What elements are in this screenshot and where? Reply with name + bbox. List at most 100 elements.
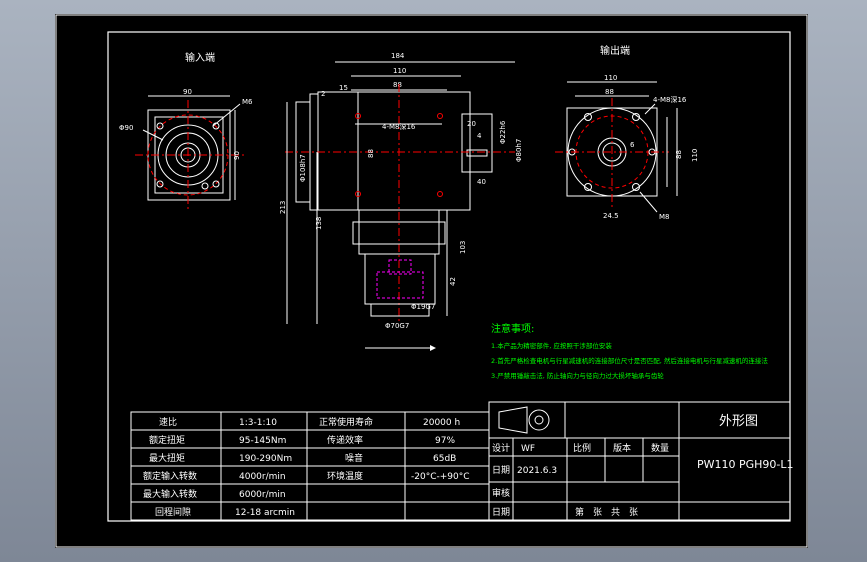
bolt-hole [584,183,592,191]
dim-text: 110 [691,149,699,162]
inner-frame [107,31,791,522]
spec-key: 额定扭矩 [149,434,185,446]
spec-key: 噪音 [345,452,363,464]
sheet-count: 第 张 共 张 [575,506,638,518]
tapped-hole [355,191,361,197]
dim-text: Φ19G7 [411,303,435,311]
dim-text: Φ70G7 [385,322,409,330]
dim-text: 88 [367,149,375,158]
dim-text: 2 [321,90,325,98]
projection-circle-icon [528,409,550,431]
dim-text: 88 [393,81,402,89]
output-end-view[interactable]: 输出端 110 88 4-M8深16 6 88 110 24.5 M8 [555,44,699,221]
motor-flange [364,253,436,305]
dim-text: Φ108h7 [299,154,307,182]
dim-text: 4 [477,132,482,140]
note-line: 1.本产品为精密部件, 应按照干涉部位安装 [491,341,612,350]
housing-left [317,91,359,211]
tb-label: 设计 [492,442,510,454]
dim-text: 110 [604,74,617,82]
spec-value: 65dB [433,454,456,464]
tb-label: 版本 [613,442,631,454]
side-view[interactable]: 184 110 88 15 2 4-M8深16 20 4 Φ22h6 Φ80h7… [279,52,523,351]
leader-line [212,103,241,127]
dim-text: 4-M8深16 [653,95,687,104]
spec-value: -20°C-+90°C [411,472,470,482]
key-slot [466,149,488,157]
drawing-name: 外形图 [719,414,758,429]
bolt-hole [632,183,640,191]
leader-line [644,103,656,115]
tb-label: 数量 [651,442,669,454]
spec-key: 最大扭矩 [149,452,185,464]
bolt-hole [156,122,164,130]
dim-text: Φ22h6 [499,120,507,144]
spec-key: 额定输入转数 [143,470,197,482]
spec-value: 97% [435,436,455,446]
title-block-frame [488,401,791,521]
dim-text: 42 [449,277,457,286]
bolt-hole [584,113,592,121]
input-bore-hidden [376,271,424,299]
motor-pilot [370,303,430,317]
dim-text: 90 [183,88,192,96]
tapped-hole [437,113,443,119]
dim-text: 4-M8深16 [382,122,416,131]
spec-key: 传递效率 [327,434,363,446]
tb-value: 2021.6.3 [517,466,557,476]
spec-key: 速比 [159,416,177,428]
tb-label: 比例 [573,442,591,454]
output-shaft [461,113,493,173]
spec-table[interactable]: 速比 1:3-1:10 正常使用寿命 20000 h 额定扭矩 95-145Nm… [130,411,490,521]
input-end-label: 输入端 [185,51,215,64]
title-block[interactable]: 外形图 PW110 PGH90-L1 设计 WF 比例 版本 数量 日期 202… [488,401,794,521]
dim-text: M8 [659,213,670,221]
spec-value: 1:3-1:10 [239,418,277,428]
adapter-ring [352,221,446,245]
dim-text: 6 [630,141,635,149]
spec-value: 12-18 arcmin [235,508,295,518]
note-line: 3.严禁用锤敲击法, 防止轴向力与径向力过大损坏轴承与齿轮 [491,371,664,380]
projection-circle-icon [534,415,544,425]
bolt-hole [212,180,220,188]
drawing-canvas[interactable]: 输入端 90 M6 Φ90 90 184 110 88 15 2 [55,14,808,548]
dim-text: 40 [477,178,486,186]
spec-value: 95-145Nm [239,436,286,446]
outer-frame [55,14,808,548]
dim-text: Φ90 [119,124,133,132]
dim-text: Φ80h7 [515,139,523,162]
notes-block: 注意事项: 1.本产品为精密部件, 应按照干涉部位安装 2.首先严格检查电机与行… [491,322,768,380]
dim-text: 184 [391,52,405,60]
spec-value: 20000 h [423,418,460,428]
dim-text: 103 [459,241,467,254]
output-end-label: 输出端 [600,44,630,57]
bolt-hole [632,113,640,121]
dim-text: 24.5 [603,212,619,220]
tb-label: 审核 [492,487,510,499]
drawing-svg: 输入端 90 M6 Φ90 90 184 110 88 15 2 [55,14,808,548]
input-end-view[interactable]: 输入端 90 M6 Φ90 90 [119,51,253,212]
note-line: 2.首先严格检查电机与行星减速机的连接部位尺寸是否匹配, 然后连接电机与行星减速… [491,356,768,365]
bolt-hole [201,182,209,190]
tb-label: 日期 [492,507,510,518]
leader-line [142,129,164,141]
projection-cone-icon [498,406,528,434]
dim-text: 138 [315,217,323,230]
spec-key: 最大输入转数 [143,488,197,500]
dim-text: 20 [467,120,476,128]
dim-text: 213 [279,201,287,214]
dim-text: 90 [233,151,241,160]
tapped-hole [437,191,443,197]
dim-text: 88 [605,88,614,96]
dim-text: M6 [242,98,253,106]
tb-label: 日期 [492,465,510,476]
spec-key: 环境温度 [327,470,363,482]
leader-line [639,191,658,213]
spec-key: 回程间隙 [155,506,191,518]
tapped-hole [355,113,361,119]
spec-value: 4000r/min [239,472,286,482]
notes-title: 注意事项: [491,322,534,335]
model-number: PW110 PGH90-L1 [697,458,794,471]
spec-key: 正常使用寿命 [319,416,373,428]
